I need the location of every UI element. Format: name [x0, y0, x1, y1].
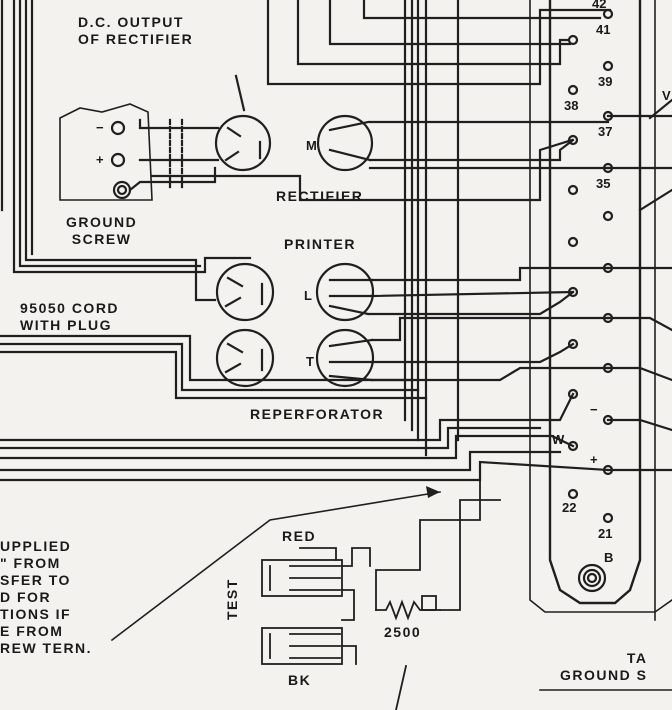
- m-symbol: M: [306, 138, 317, 153]
- note-arrowhead: [426, 486, 440, 498]
- terminal-21: 21: [598, 526, 613, 541]
- cord-plug-upper: [215, 262, 275, 322]
- red-label: RED: [282, 528, 317, 544]
- note-leader-line: [110, 491, 441, 642]
- test-label: TEST: [224, 578, 240, 620]
- l-symbol: L: [304, 288, 312, 303]
- strip-ground-screw: [577, 563, 607, 593]
- resistor-2500: [375, 595, 441, 710]
- t-symbol: T: [306, 354, 314, 369]
- terminal-b: B: [604, 550, 614, 565]
- minus-symbol: −: [96, 120, 104, 135]
- ground-block: [59, 103, 574, 202]
- cord-label: 95050 CORD WITH PLUG: [20, 300, 120, 333]
- cord-plug-lower: [215, 328, 275, 388]
- terminal-38: 38: [564, 98, 579, 113]
- terminal-v: V: [662, 88, 671, 103]
- printer-plug: [315, 262, 610, 322]
- terminal-35: 35: [596, 176, 611, 191]
- reperforator-plug: [315, 316, 610, 388]
- rectifier-plug: [316, 114, 610, 172]
- left-cord-bundle: [0, 334, 610, 482]
- strip-right-wires: [606, 98, 672, 472]
- terminal-circles: [567, 8, 614, 524]
- minus-symbol-strip: −: [590, 402, 598, 417]
- test-jack-bk: [261, 627, 343, 665]
- terminal-strip: [529, 0, 672, 621]
- test-jack-red: [261, 547, 343, 597]
- dc-output-plug: [138, 74, 272, 172]
- dc-output-label: D.C. OUTPUT OF RECTIFIER: [78, 14, 194, 47]
- top-left-cable-bundle: [12, 0, 252, 302]
- plus-symbol: +: [96, 152, 104, 167]
- terminal-w: W: [552, 432, 565, 447]
- table-ground-label: TA GROUND S: [560, 650, 648, 683]
- reperforator-label: REPERFORATOR: [250, 406, 385, 422]
- terminal-42: 42: [592, 0, 607, 11]
- terminal-41: 41: [596, 22, 611, 37]
- test-jack-wiring: [341, 479, 501, 665]
- ground-screw-label: GROUND SCREW: [66, 214, 138, 247]
- terminal-37: 37: [598, 124, 613, 139]
- upper-vertical-wires: [266, 0, 612, 457]
- rectifier-label: RECTIFIER: [276, 188, 364, 204]
- resistor-label: 2500: [384, 624, 422, 640]
- note-label: UPPLIED " FROM SFER TO D FOR TIONS IF E …: [0, 538, 93, 656]
- terminal-22: 22: [562, 500, 577, 515]
- terminal-39: 39: [598, 74, 613, 89]
- printer-label: PRINTER: [284, 236, 356, 252]
- plus-symbol-strip: +: [590, 452, 598, 467]
- bk-label: BK: [288, 672, 312, 688]
